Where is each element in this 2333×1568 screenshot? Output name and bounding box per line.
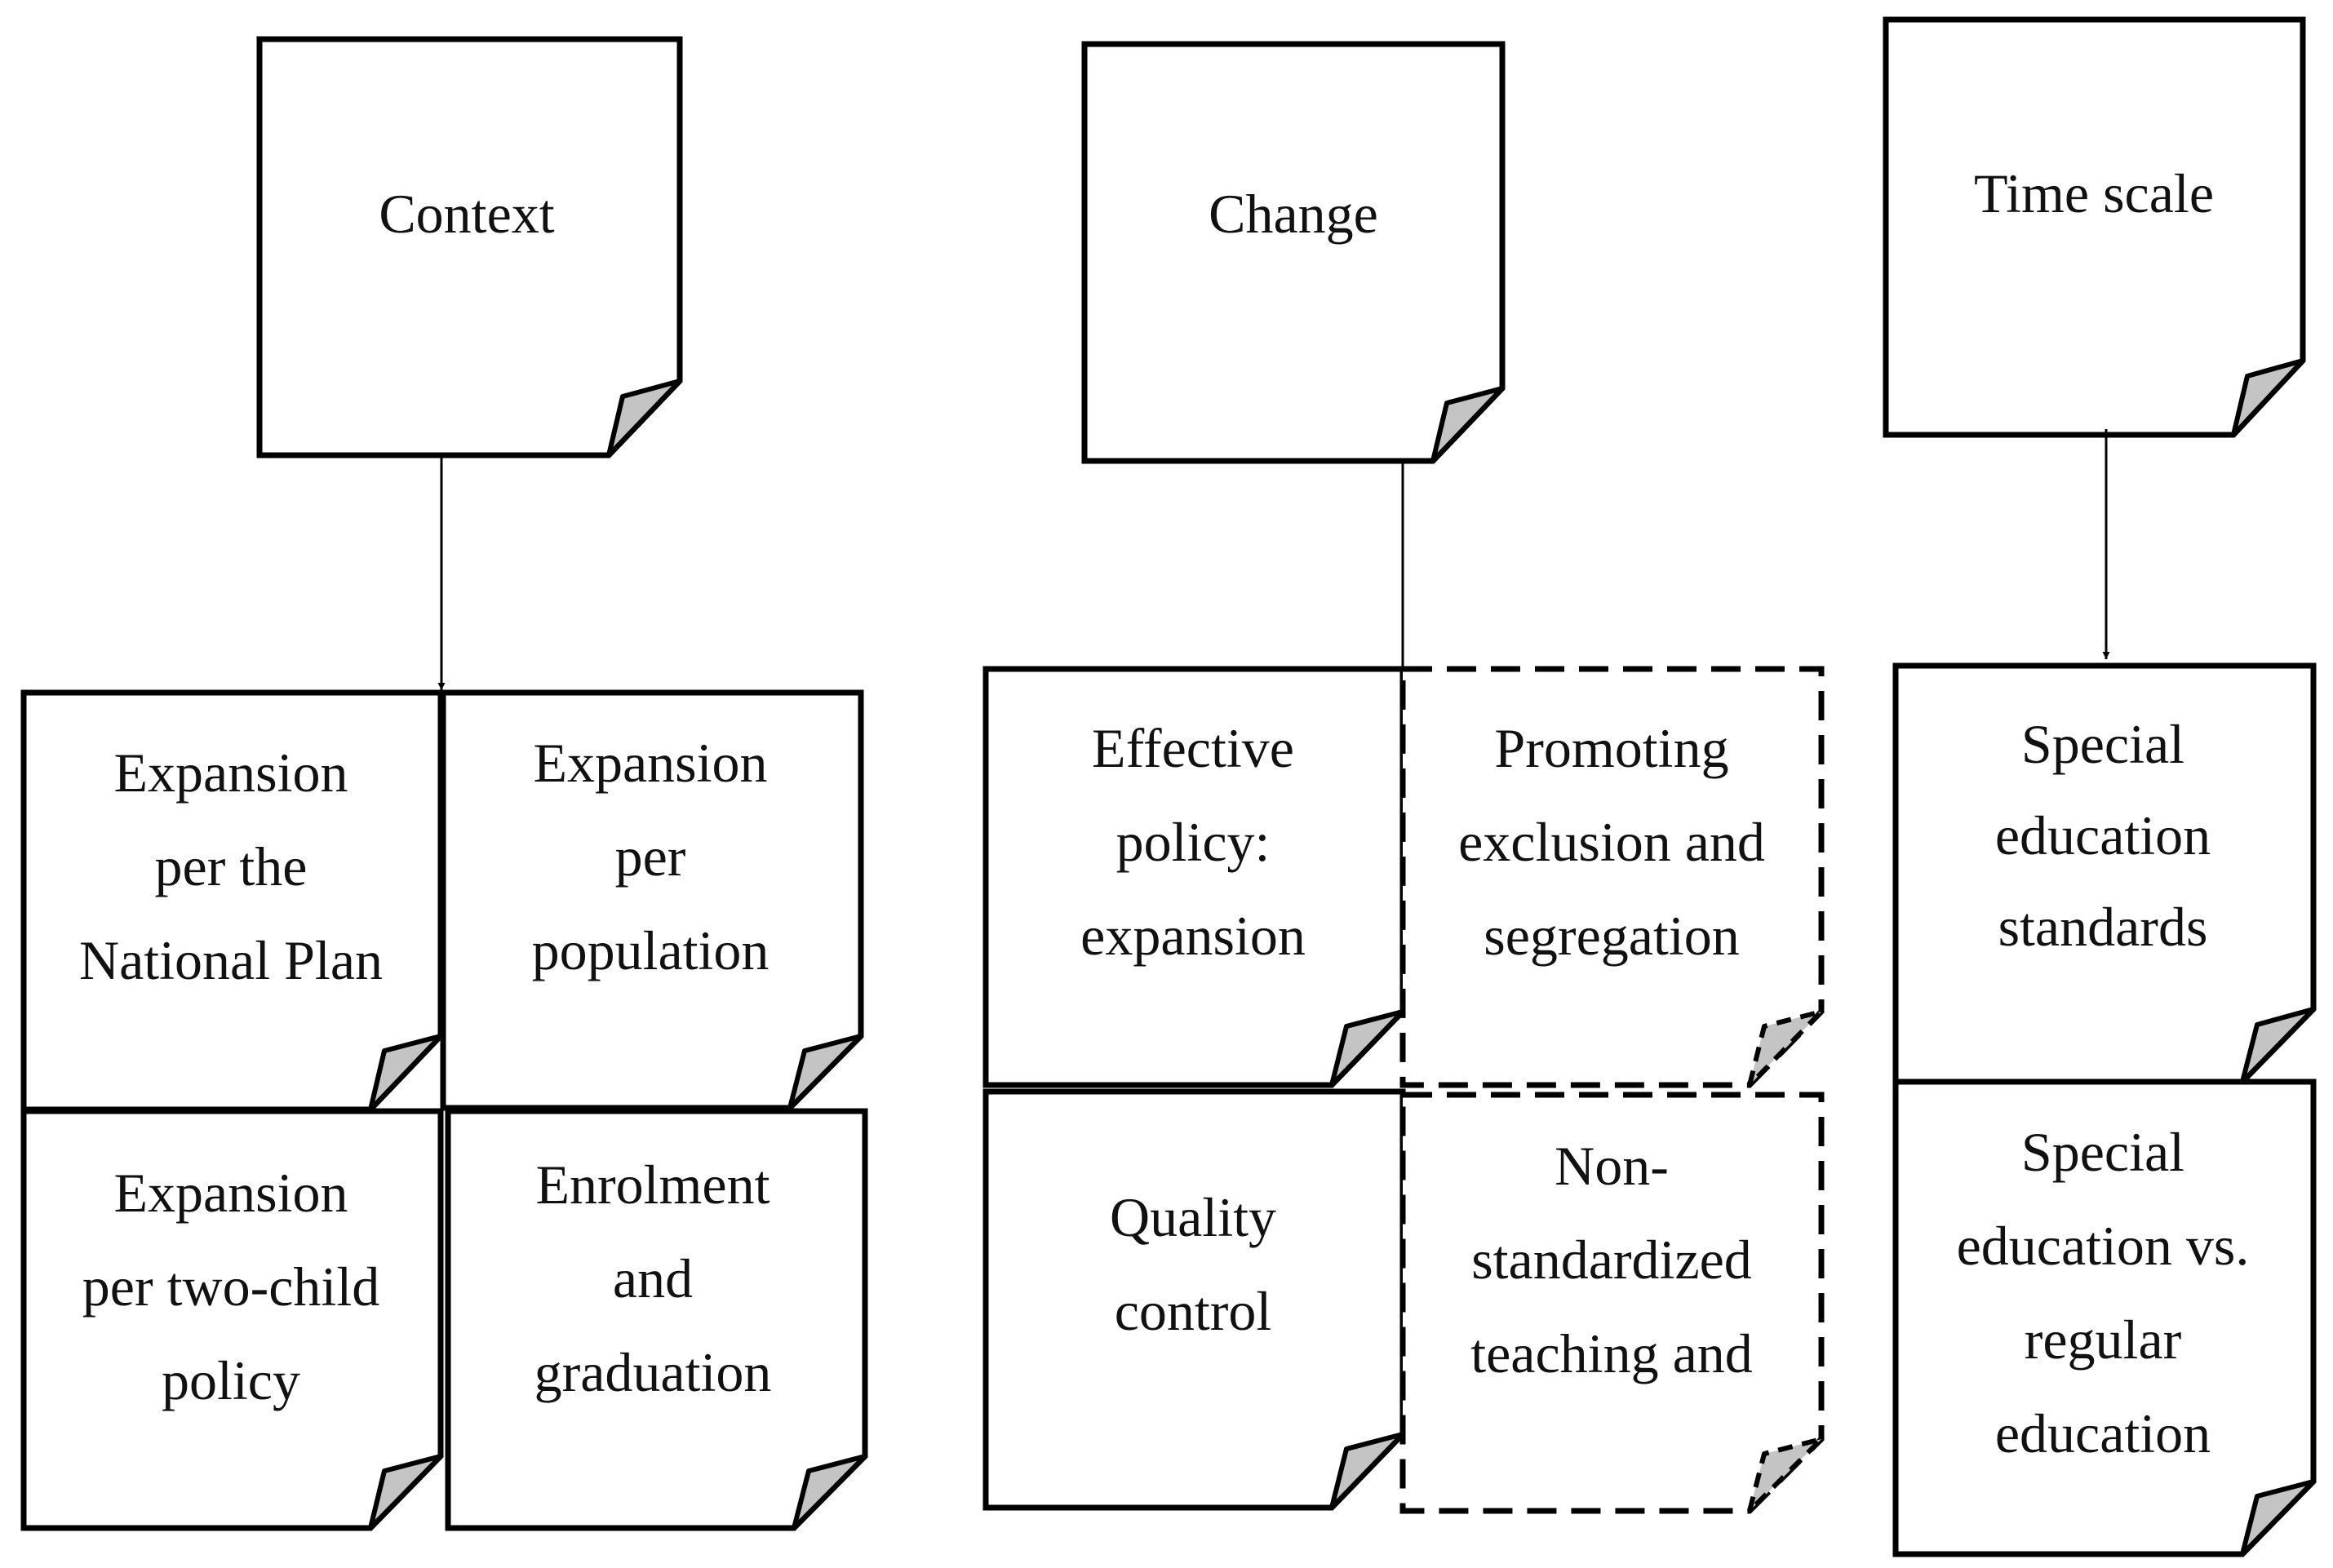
timescale-note-standards: Special education standards	[1892, 662, 2317, 1085]
timescale-note-versus: Special education vs. regular education	[1892, 1079, 2317, 1557]
context-note-enrolment: Enrolment and graduation	[445, 1108, 868, 1531]
note-line: Promoting	[1494, 717, 1728, 779]
page-curl-icon	[2240, 1479, 2316, 1557]
note-label: Quality control	[1110, 1186, 1276, 1342]
page-curl-icon	[2240, 1007, 2316, 1084]
timescale-header-label: Time scale	[1974, 162, 2214, 224]
note-label: Expansion per two-child policy	[82, 1162, 379, 1411]
page-curl-icon	[1329, 1432, 1405, 1510]
timescale-header-note: Time scale	[1883, 16, 2306, 438]
context-note-two-child: Expansion per two-child policy	[20, 1108, 444, 1531]
note-label: Enrolment and graduation	[534, 1154, 772, 1403]
note-line: education	[1995, 804, 2211, 866]
note-line: policy	[162, 1349, 300, 1411]
note-line: exclusion and	[1458, 811, 1765, 873]
note-line: segregation	[1484, 905, 1739, 967]
change-header-label: Change	[1209, 183, 1378, 245]
page-curl-icon	[368, 1454, 443, 1530]
change-note-effective-policy: Effective policy: expansion	[982, 666, 1406, 1088]
note-line: Enrolment	[535, 1154, 770, 1216]
context-header-note: Context	[256, 36, 683, 458]
change-note-promoting-exclusion: Promoting exclusion and segregation	[1399, 666, 1825, 1088]
note-line: Expansion	[533, 732, 767, 794]
page-curl-icon	[368, 1034, 443, 1112]
note-line: control	[1115, 1280, 1272, 1342]
note-line: per	[615, 826, 686, 888]
note-line: Special	[2021, 713, 2184, 775]
page-curl-icon	[606, 379, 682, 458]
note-label: Promoting exclusion and segregation	[1458, 717, 1765, 967]
change-header-note: Change	[1081, 41, 1506, 464]
note-line: graduation	[534, 1341, 772, 1403]
note-line: National Plan	[79, 929, 383, 991]
note-line: Effective	[1092, 717, 1294, 779]
note-line: and	[613, 1247, 693, 1309]
note-line: per the	[155, 835, 308, 897]
note-line: Non-	[1555, 1135, 1669, 1197]
note-label: Expansion per population	[532, 732, 770, 981]
page-curl-icon	[1430, 386, 1505, 463]
page-curl-icon	[2231, 358, 2305, 437]
note-line: education vs.	[1957, 1215, 2250, 1277]
note-line: Expansion	[113, 1162, 348, 1224]
note-label: Special education vs. regular education	[1957, 1121, 2250, 1464]
note-line: population	[532, 919, 770, 981]
note-line: standardized	[1471, 1229, 1752, 1291]
page-curl-icon	[1747, 1437, 1824, 1513]
context-header-label: Context	[379, 183, 554, 245]
context-note-population: Expansion per population	[440, 689, 864, 1111]
page-curl-icon	[1747, 1009, 1824, 1087]
note-line: teaching and	[1470, 1322, 1753, 1384]
note-line: Special	[2021, 1121, 2184, 1183]
note-line: regular	[2025, 1309, 2182, 1371]
note-label: Special education standards	[1995, 713, 2211, 958]
note-line: Quality	[1110, 1186, 1276, 1248]
note-line: education	[1995, 1402, 2211, 1464]
note-line: standards	[1998, 896, 2208, 958]
note-line: per two-child	[82, 1256, 379, 1318]
page-curl-icon	[1329, 1009, 1405, 1087]
page-curl-icon	[787, 1034, 863, 1110]
change-note-quality-control: Quality control	[982, 1088, 1406, 1511]
note-line: Expansion	[113, 742, 348, 804]
note-label: Non-standardized teaching and	[1470, 1135, 1753, 1384]
change-note-non-standardized: Non-standardized teaching and	[1399, 1092, 1825, 1514]
page-curl-icon	[792, 1454, 867, 1530]
note-line: expansion	[1080, 905, 1306, 967]
note-line: policy:	[1116, 811, 1271, 873]
note-label: Effective policy: expansion	[1080, 717, 1306, 967]
